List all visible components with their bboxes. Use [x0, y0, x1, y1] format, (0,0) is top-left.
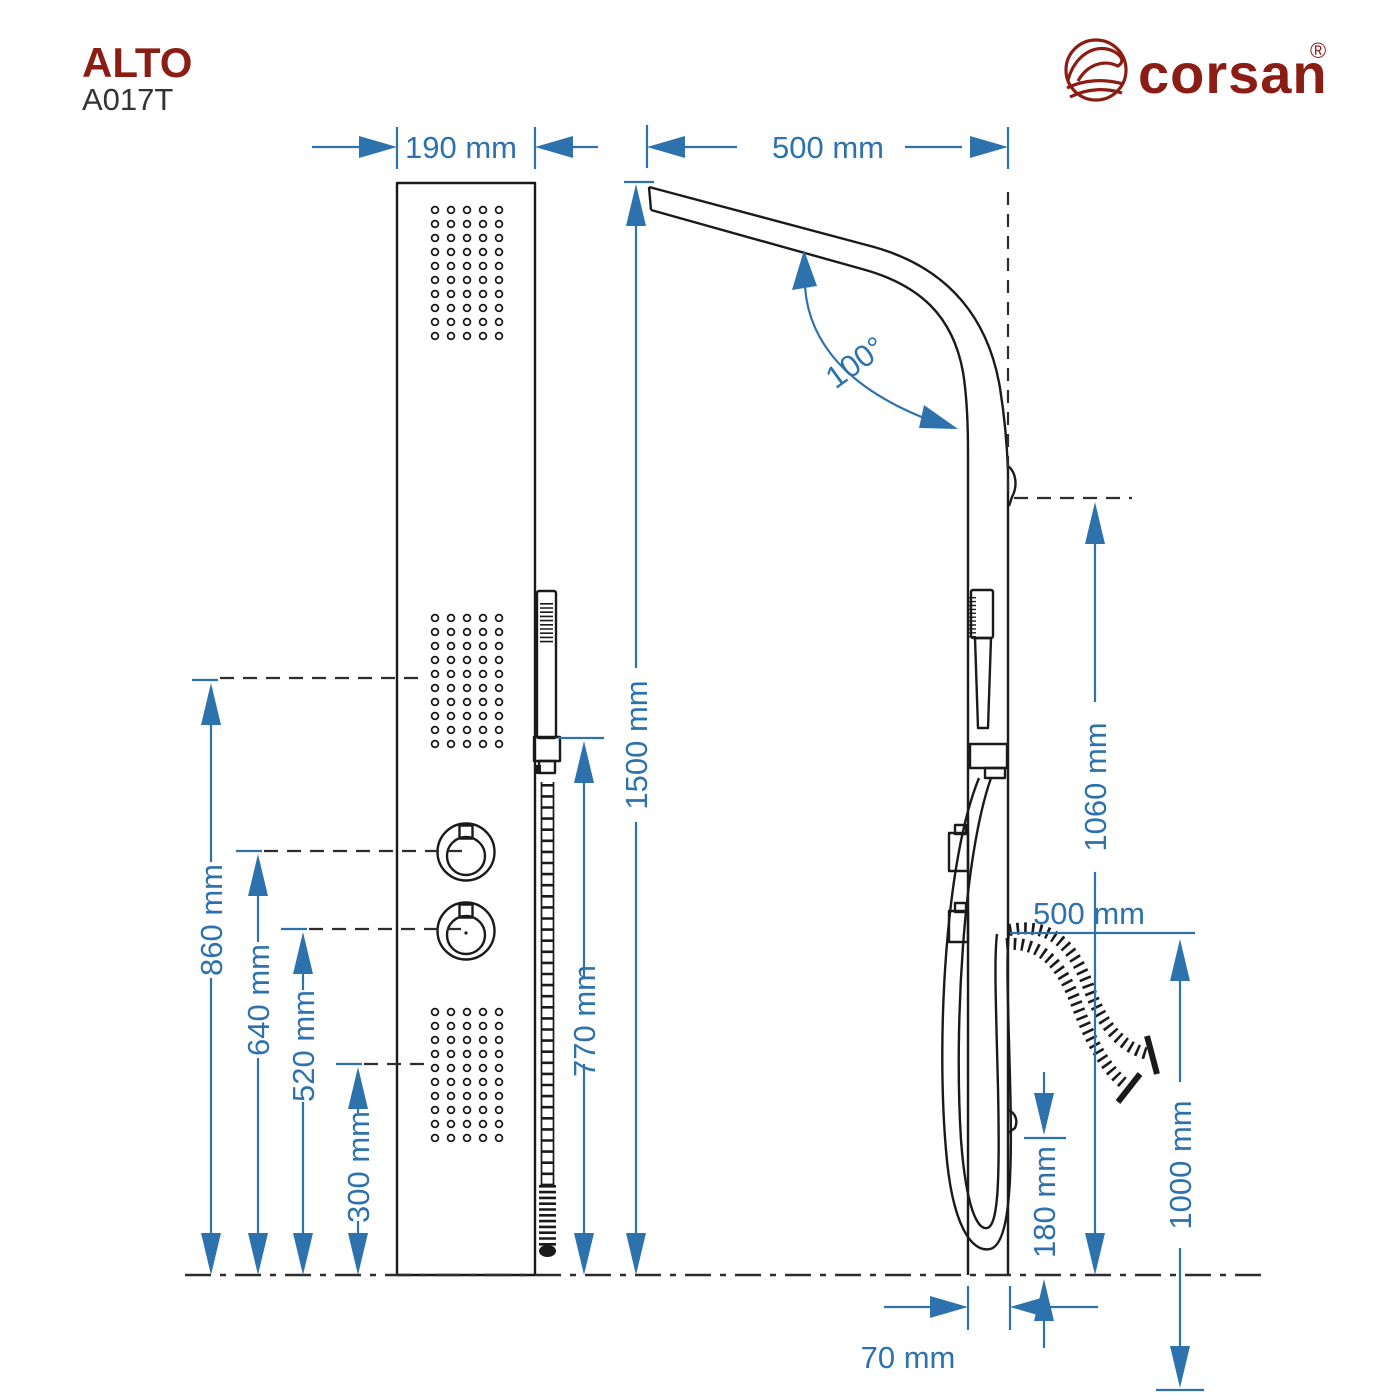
panel-width-label: 190 mm	[405, 130, 517, 165]
dim-hose-reach: 500 mm	[1010, 896, 1195, 935]
arm-reach-label: 500 mm	[772, 130, 884, 165]
dim-arm-reach: 500 mm	[645, 125, 1010, 169]
upper-knob-height-label: 640 mm	[241, 944, 276, 1056]
dim-panel-width: 190 mm	[312, 127, 598, 169]
head-outlet-nub	[1007, 465, 1017, 507]
total-height-label: 1500 mm	[619, 680, 654, 809]
arm-angle-label: 100°	[819, 329, 891, 395]
dim-column-depth: 70 mm	[861, 1286, 1098, 1375]
dim-lower-jets-height: 300 mm	[336, 1062, 376, 1275]
lower-knob	[436, 901, 496, 961]
outlet-height-label: 1060 mm	[1078, 722, 1113, 851]
dim-outlet-height: 1060 mm	[1078, 502, 1113, 1275]
product-code: A017T	[82, 82, 173, 117]
upper-jets-height-label: 860 mm	[194, 864, 229, 976]
hose-loop-inner	[957, 777, 1000, 1230]
dim-hose-drop: 1000 mm	[1156, 939, 1204, 1392]
arm-inner-edge	[650, 208, 970, 1275]
panel-outline	[395, 181, 537, 1277]
hand-shower-side	[941, 588, 1013, 1251]
hose-reach-label: 500 mm	[1033, 896, 1145, 931]
leader-lines	[185, 496, 1268, 1277]
brand-name: corsan	[1138, 42, 1328, 105]
dim-upper-jets-height: 860 mm	[192, 678, 229, 1275]
arm-end-cap	[647, 186, 653, 211]
header: ALTO A017T	[82, 39, 192, 117]
hand-shower-front	[532, 589, 562, 1257]
hose-drop-label: 1000 mm	[1163, 1100, 1198, 1229]
shower-holder	[532, 735, 562, 763]
upper-jet-grid	[430, 205, 504, 341]
outlet-hoses	[1005, 922, 1160, 1104]
dim-lower-knob-height: 520 mm	[281, 927, 321, 1275]
arm-outer-edge	[648, 185, 1010, 1275]
brand-logo: corsan ®	[1064, 38, 1328, 105]
hand-shower-height-label: 770 mm	[567, 965, 602, 1077]
dim-arm-angle: 100°	[792, 250, 958, 430]
dim-upper-knob-height: 640 mm	[236, 849, 276, 1275]
side-knobs	[947, 823, 970, 944]
shower-holder-side	[968, 742, 1009, 770]
column-depth-label: 70 mm	[861, 1340, 956, 1375]
upper-knob	[436, 822, 496, 882]
lower-knob-height-label: 520 mm	[286, 990, 321, 1102]
lower-outlet-nub	[1007, 1108, 1018, 1134]
spout-floor-clearance-label: 180 mm	[1027, 1146, 1062, 1258]
hose-loop-outer	[941, 777, 1013, 1251]
lower-jet-grid	[430, 1007, 504, 1143]
dim-total-height: 1500 mm	[619, 180, 654, 1275]
lower-jets-height-label: 300 mm	[341, 1111, 376, 1223]
front-view	[395, 181, 562, 1277]
corsan-wave-icon	[1064, 38, 1128, 102]
middle-jet-grid	[430, 613, 504, 749]
registered-mark: ®	[1310, 38, 1326, 63]
product-name: ALTO	[82, 39, 192, 86]
dim-hand-shower-height: 770 mm	[558, 736, 604, 1275]
side-view	[647, 185, 1160, 1275]
